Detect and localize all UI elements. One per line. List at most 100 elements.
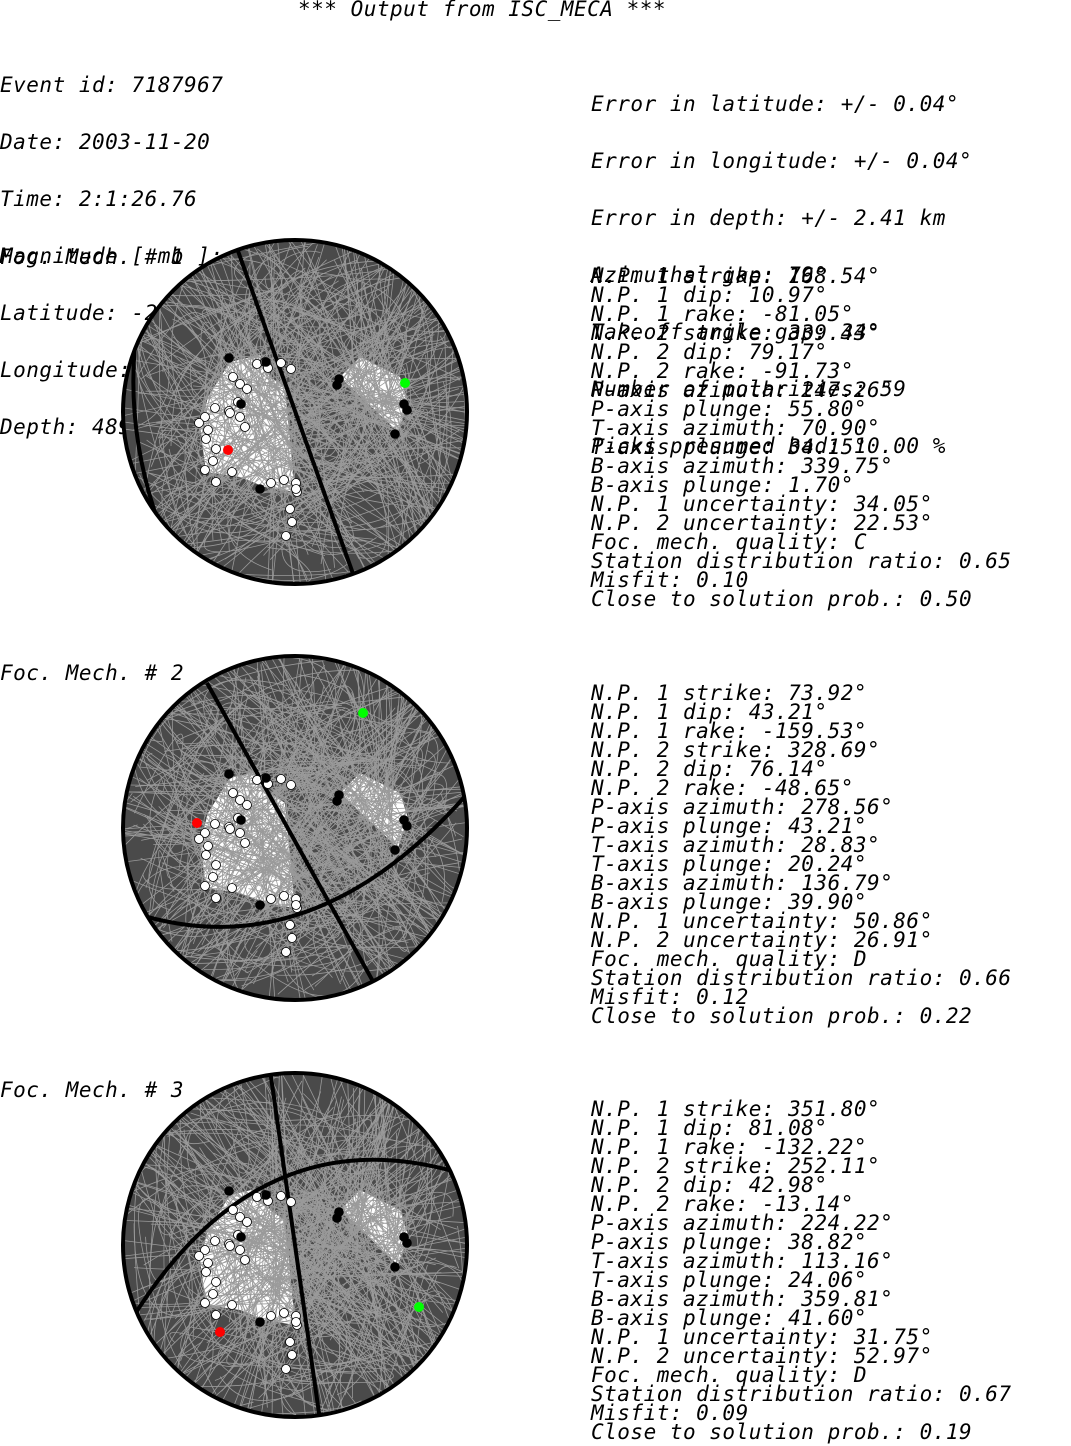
- compression-point: [402, 405, 412, 415]
- ray-line: [344, 1095, 381, 1257]
- event-id: Event id: 7187967: [0, 73, 224, 97]
- ray-line: [203, 493, 402, 553]
- ray-line: [286, 851, 466, 877]
- ray-line: [347, 1227, 404, 1379]
- ray-line: [126, 791, 277, 800]
- ray-line: [299, 273, 420, 568]
- ray-line: [357, 667, 362, 818]
- ray-line: [348, 744, 446, 831]
- ray-line: [268, 439, 377, 565]
- ray-line: [146, 315, 445, 458]
- ray-line: [379, 694, 405, 807]
- ray-line: [142, 706, 352, 905]
- ray-line: [123, 824, 262, 833]
- ray-line: [313, 702, 419, 791]
- ray-line: [356, 1159, 445, 1217]
- ray-line: [293, 701, 413, 869]
- compression-point: [255, 900, 265, 910]
- ray-line: [133, 1223, 303, 1317]
- dilatation-point: [287, 1350, 297, 1360]
- ray-line: [377, 678, 380, 809]
- mechanism-3-param: B-axis plunge: 41.60°: [591, 1306, 868, 1330]
- mechanism-1-params: N.P. 1 strike: 168.54°N.P. 1 dip: 10.97°…: [591, 266, 1012, 610]
- ray-line: [364, 829, 432, 934]
- error-latitude: Error in latitude: +/- 0.04°: [591, 92, 960, 116]
- ray-line: [260, 357, 390, 563]
- ray-line: [134, 1166, 198, 1381]
- compression-point: [255, 1317, 265, 1327]
- ray-line: [384, 291, 419, 405]
- mechanism-2-param: N.P. 2 dip: 76.14°: [591, 757, 828, 781]
- mechanism-2-param: B-axis plunge: 39.90°: [591, 890, 868, 914]
- ray-line: [287, 381, 437, 511]
- ray-line: [384, 301, 428, 408]
- dilatation-point: [287, 933, 297, 943]
- dilatation-point: [286, 1197, 296, 1207]
- ray-line: [316, 807, 394, 855]
- ray-line: [182, 820, 382, 915]
- ray-line: [186, 852, 404, 962]
- ray-line: [169, 772, 264, 855]
- ray-line: [248, 743, 386, 825]
- compression-point: [255, 484, 265, 494]
- dilatation-point: [228, 788, 238, 798]
- ray-line: [249, 326, 368, 398]
- mechanism-3-params: N.P. 1 strike: 351.80°N.P. 1 dip: 81.08°…: [591, 1099, 1012, 1443]
- ray-line: [264, 242, 290, 398]
- ray-line: [352, 799, 466, 808]
- mechanism-1-label: Foc. Mech. # 1: [0, 245, 185, 269]
- ray-line: [163, 1089, 174, 1316]
- ray-line: [185, 675, 403, 917]
- ray-line: [158, 259, 327, 439]
- ray-line: [137, 756, 288, 882]
- mechanism-3-param: N.P. 1 rake: -132.22°: [591, 1135, 868, 1159]
- ray-line: [376, 714, 425, 821]
- ray-line: [281, 1228, 462, 1291]
- azimuthal-gap: Azimuthal gap: 79°: [591, 263, 828, 287]
- dilatation-point: [235, 412, 245, 422]
- ray-line: [141, 833, 338, 949]
- ray-line: [194, 445, 282, 553]
- ray-line: [180, 283, 299, 394]
- ray-line: [202, 442, 373, 540]
- ray-line: [210, 438, 406, 528]
- ray-line: [174, 807, 280, 952]
- ray-line: [287, 786, 463, 807]
- ray-line: [167, 1102, 390, 1159]
- ray-line: [152, 1148, 285, 1300]
- dilatation-point: [291, 484, 301, 494]
- dilatation-point: [281, 1364, 291, 1374]
- mechanism-3-param: Foc. mech. quality: D: [591, 1363, 868, 1387]
- compression-point: [236, 1232, 246, 1242]
- ray-line: [340, 442, 425, 551]
- ray-line: [148, 695, 237, 911]
- ray-line: [204, 1098, 279, 1231]
- ray-line: [368, 1237, 467, 1259]
- ray-line: [360, 841, 454, 896]
- ray-line: [298, 375, 467, 414]
- ray-line: [182, 392, 274, 543]
- compression-point: [236, 399, 246, 409]
- ray-line: [298, 1231, 335, 1413]
- ray-line: [161, 1164, 336, 1220]
- ray-line: [155, 1144, 296, 1208]
- ray-line: [173, 840, 284, 951]
- mechanism-3-param: N.P. 1 uncertainty: 31.75°: [591, 1325, 933, 1349]
- dilatation-point: [203, 425, 213, 435]
- dilatation-point: [240, 838, 250, 848]
- ray-line: [381, 389, 434, 515]
- ray-line: [194, 504, 279, 543]
- dilatation-point: [291, 1317, 301, 1327]
- dilatation-point: [252, 359, 262, 369]
- ray-line: [134, 1302, 289, 1308]
- ray-line: [127, 287, 278, 346]
- compression-point: [224, 353, 234, 363]
- ray-line: [363, 1226, 419, 1365]
- mechanism-1-param: Misfit: 0.10: [591, 568, 749, 592]
- dilatation-point: [240, 1255, 250, 1265]
- ray-line: [262, 848, 463, 868]
- ray-line: [125, 310, 206, 366]
- ray-line: [147, 814, 260, 954]
- ray-line: [294, 367, 436, 513]
- mechanism-3-param: T-axis plunge: 24.06°: [591, 1268, 868, 1292]
